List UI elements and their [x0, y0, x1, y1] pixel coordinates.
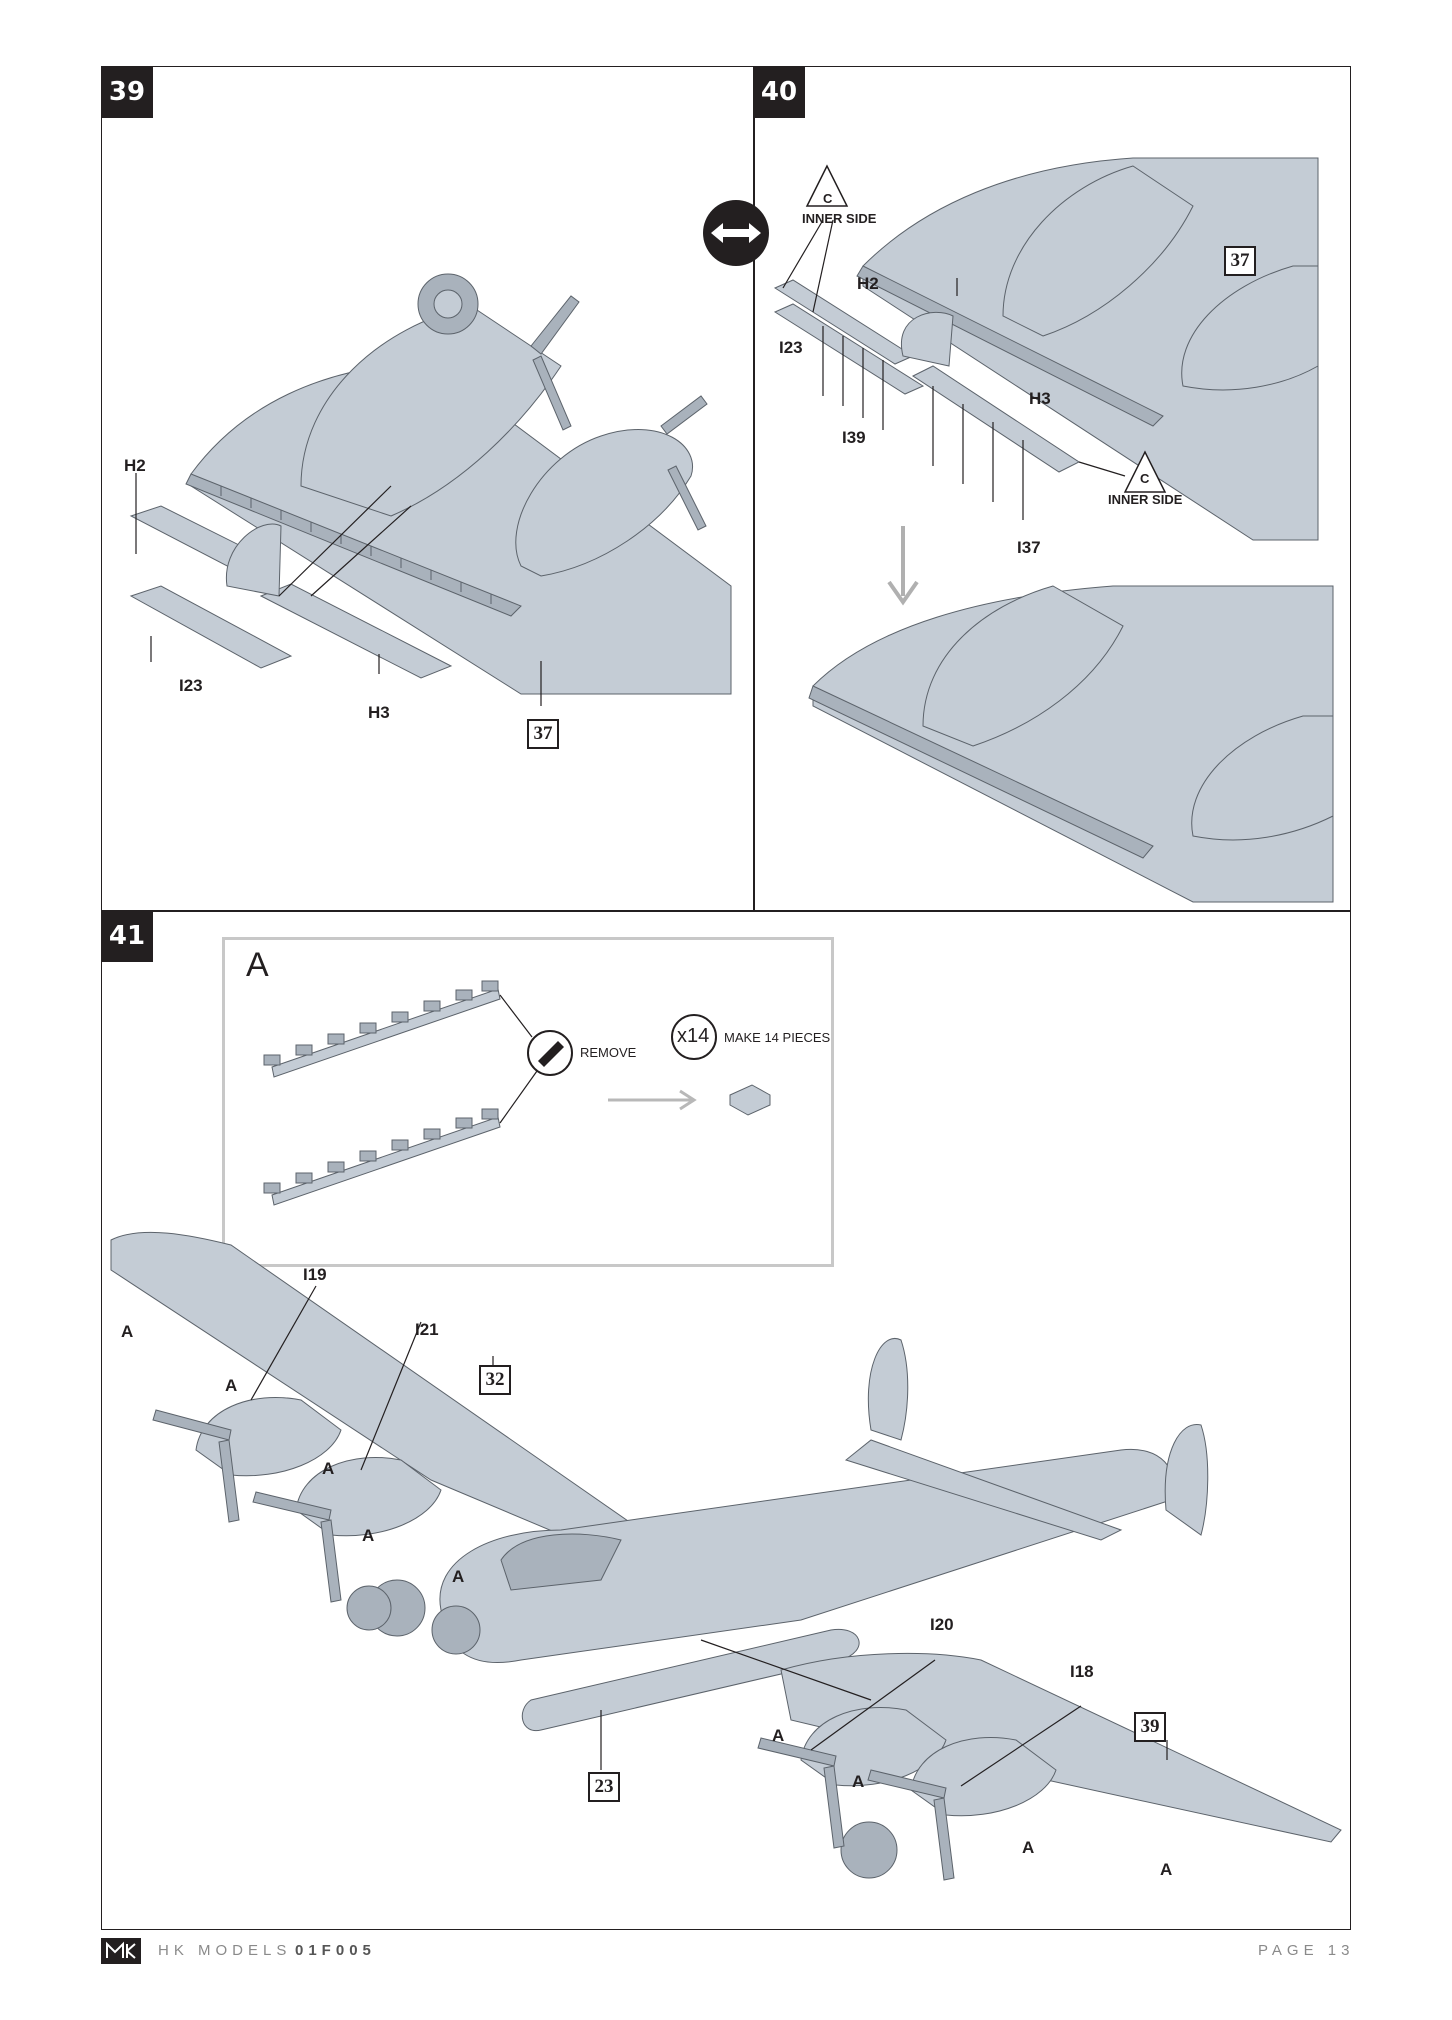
subassembly-letter: A — [246, 946, 269, 984]
multiplier-label: x14 — [677, 1025, 710, 1047]
make-pieces-label: MAKE 14 PIECES — [724, 1030, 831, 1045]
label-a-1: A — [121, 1322, 134, 1341]
label-h2-step40: H2 — [857, 274, 879, 293]
label-inner-side-top: INNER SIDE — [802, 211, 877, 226]
step-41-aircraft-illustration — [110, 1231, 1342, 1881]
step-41-panel — [101, 910, 1351, 1930]
label-a-4: A — [362, 1526, 375, 1545]
reference-step-37-box: 37 — [527, 719, 559, 749]
label-i23-step39: I23 — [179, 676, 203, 695]
label-i18: I18 — [1070, 1662, 1094, 1681]
step-39-panel — [101, 66, 755, 912]
step-number-39: 39 — [101, 66, 153, 118]
label-i20: I20 — [930, 1615, 954, 1634]
hk-models-logo — [101, 1938, 141, 1964]
reference-step-37-box-40: 37 — [1224, 246, 1256, 276]
footer-code: 01F005 — [295, 1942, 376, 1959]
label-inner-side-bottom: INNER SIDE — [1108, 492, 1183, 507]
label-i37-step40: I37 — [1017, 538, 1041, 557]
label-h2-step39: H2 — [124, 456, 146, 475]
label-i21: I21 — [415, 1320, 439, 1339]
label-triangle-c-top: C — [823, 191, 833, 206]
remove-label: REMOVE — [580, 1045, 637, 1060]
step-40-panel — [753, 66, 1351, 912]
label-i39-step40: I39 — [842, 428, 866, 447]
subassembly-sprue-illustration — [263, 980, 771, 1206]
reference-step-23-box: 23 — [588, 1772, 620, 1802]
label-triangle-c-bottom: C — [1140, 471, 1150, 486]
label-a-2: A — [225, 1376, 238, 1395]
footer-page: PAGE 13 — [1258, 1942, 1355, 1959]
step-number-40: 40 — [753, 66, 805, 118]
step-39-wing-illustration — [129, 273, 732, 706]
label-h3-step40: H3 — [1029, 389, 1051, 408]
reference-step-32-box: 32 — [479, 1365, 511, 1395]
step-40-flap-illustration — [703, 157, 1334, 903]
label-a-5: A — [452, 1567, 465, 1586]
reference-step-39-box: 39 — [1134, 1712, 1166, 1742]
label-h3-step39: H3 — [368, 703, 390, 722]
label-a-8: A — [1022, 1838, 1035, 1857]
label-i23-step40: I23 — [779, 338, 803, 357]
label-a-3: A — [322, 1459, 335, 1478]
label-a-9: A — [1160, 1860, 1173, 1879]
label-a-6: A — [772, 1726, 785, 1745]
step-number-41: 41 — [101, 910, 153, 962]
label-i19: I19 — [303, 1265, 327, 1284]
label-a-7: A — [852, 1772, 865, 1791]
footer-brand: HK MODELS — [158, 1942, 292, 1959]
